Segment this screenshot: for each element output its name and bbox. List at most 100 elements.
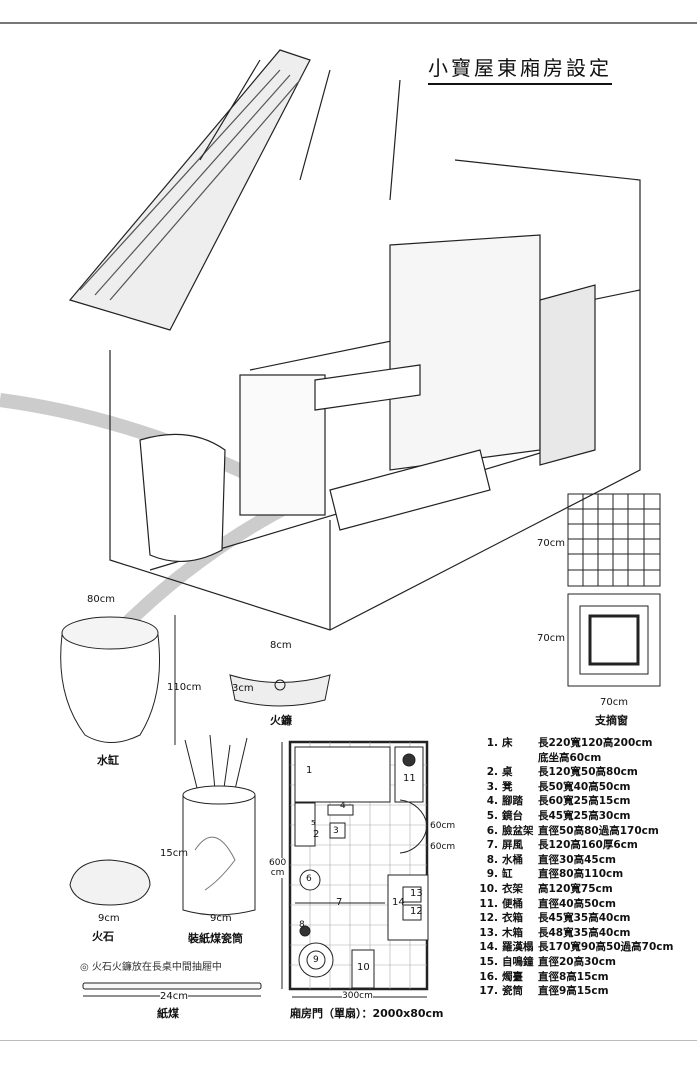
storage-note-text: 火石火鐮放在長桌中間抽屜中 [91, 962, 222, 973]
item-number: 12. [479, 912, 498, 925]
item-name: 5. 鏡台 [478, 809, 538, 824]
item-spec: 直徑40高50cm [538, 897, 616, 910]
flint-drawing [69, 859, 151, 906]
item-spec: 長170寬90高50過高70cm [538, 941, 674, 954]
plan-height-unit: cm [270, 868, 285, 878]
item-number: 17. [479, 985, 498, 998]
window-caption: 支摘窗 [595, 714, 628, 727]
item-spec: 長48寬35高40cm [538, 926, 631, 939]
item-number: 4. [486, 795, 498, 808]
plan-mark-6: 6 [306, 874, 312, 884]
paper-holder-width: 9cm [210, 913, 232, 924]
paper-spill-length: 24cm [160, 991, 188, 1002]
item-number: 5. [486, 809, 498, 822]
item-number: 11. [479, 897, 498, 910]
flint-caption: 火石 [92, 930, 114, 943]
list-item: 11. 便桶 直徑40高50cm [478, 897, 673, 912]
list-item: 底坐高60cm [478, 751, 673, 766]
list-item: 9.缸直徑80高110cm [478, 867, 673, 882]
item-name: 14. 羅漢榻 [478, 940, 538, 955]
plan-mark-11: 11 [403, 773, 416, 784]
plan-mark-1: 1 [306, 765, 313, 776]
item-spec: 長220寬120高200cm [538, 737, 653, 749]
item-label: 臉盆架 [502, 824, 534, 837]
item-label: 屏風 [502, 839, 523, 852]
item-name: 2.桌 [478, 765, 538, 780]
fire-steel-height: 3cm [232, 683, 254, 694]
item-spec: 長45寬35高40cm [538, 912, 631, 925]
plan-mark-12: 12 [410, 906, 423, 917]
item-name [478, 751, 538, 766]
item-label: 便桶 [502, 897, 523, 910]
water-jar-width: 80cm [87, 594, 115, 605]
item-name: 7. 屏風 [478, 838, 538, 853]
item-label: 自鳴鐘 [502, 955, 534, 968]
item-number: 1. [486, 737, 498, 749]
plan-mark-8: 8 [299, 920, 305, 930]
item-label: 羅漢榻 [502, 941, 534, 954]
door-width-2: 60cm [430, 842, 456, 852]
plan-mark-13: 13 [410, 888, 423, 899]
item-name: 4. 腳踏 [478, 794, 538, 809]
item-spec: 底坐高60cm [538, 751, 602, 764]
storage-note: ◎ 火石火鐮放在長桌中間抽屜中 [80, 962, 222, 973]
paper-holder-height: 15cm [160, 848, 188, 859]
list-item: 3. 凳 長50寬40高50cm [478, 780, 673, 795]
paper-spill-caption: 紙煤 [157, 1007, 179, 1020]
item-label: 腳踏 [502, 795, 523, 808]
window-height-top: 70cm [537, 538, 565, 549]
item-name: 16.燭臺 [478, 970, 538, 985]
item-name: 9.缸 [478, 867, 538, 882]
item-name: 6. 臉盆架 [478, 824, 538, 839]
plan-mark-9: 9 [313, 955, 319, 965]
item-name: 3. 凳 [478, 780, 538, 795]
item-spec: 直徑20高30cm [538, 955, 616, 968]
list-item: 2.桌長120寬50高80cm [478, 765, 673, 780]
page-title: 小寶屋東廂房設定 [428, 52, 612, 85]
item-name: 15.自鳴鐘 [478, 955, 538, 970]
door-width-1: 60cm [430, 821, 456, 831]
plan-mark-7: 7 [336, 897, 343, 908]
item-name: 8.水桶 [478, 853, 538, 868]
list-item: 7. 屏風 長120高160厚6cm [478, 838, 673, 853]
list-item: 4. 腳踏 長60寬25高15cm [478, 794, 673, 809]
item-spec: 直徑80高110cm [538, 868, 624, 881]
item-spec: 直徑30高45cm [538, 853, 616, 866]
item-spec: 長120寬50高80cm [538, 766, 638, 779]
water-jar-caption: 水缸 [97, 754, 119, 767]
item-label: 鏡台 [502, 809, 523, 822]
item-spec: 直徑50高80過高170cm [538, 824, 659, 837]
fire-steel-caption: 火鐮 [270, 714, 292, 727]
item-number: 14. [479, 941, 498, 954]
plan-height-value: 600 [269, 858, 287, 868]
list-item: 17.瓷筒直徑9高15cm [478, 984, 673, 999]
item-spec: 長50寬40高50cm [538, 780, 631, 793]
plan-mark-4: 4 [340, 801, 346, 811]
item-name: 11. 便桶 [478, 897, 538, 912]
item-spec: 長60寬25高15cm [538, 795, 631, 808]
item-name: 12.衣箱 [478, 911, 538, 926]
item-name: 13.木箱 [478, 926, 538, 941]
item-label: 凳 [502, 780, 513, 793]
fire-steel-drawing [229, 674, 331, 707]
room-illustration [0, 49, 641, 635]
item-label: 床 [502, 737, 513, 749]
list-item: 6. 臉盆架直徑50高80過高170cm [478, 824, 673, 839]
fire-steel-width: 8cm [270, 640, 292, 651]
list-item: 16.燭臺直徑8高15cm [478, 970, 673, 985]
item-number: 3. [486, 780, 498, 793]
list-item: 14. 羅漢榻長170寬90高50過高70cm [478, 940, 673, 955]
item-spec: 長120高160厚6cm [538, 839, 638, 852]
top-rule [0, 22, 697, 24]
item-number: 7. [486, 839, 498, 852]
lattice-window-drawing [567, 493, 661, 687]
list-item: 13.木箱長48寬35高40cm [478, 926, 673, 941]
list-item: 12.衣箱長45寬35高40cm [478, 911, 673, 926]
item-number: 6. [486, 824, 498, 837]
item-label: 缸 [502, 868, 513, 881]
item-label: 瓷筒 [502, 985, 523, 998]
item-label: 桌 [502, 766, 513, 779]
item-name: 17. 瓷筒 [478, 984, 538, 999]
item-spec: 長45寬25高30cm [538, 809, 631, 822]
